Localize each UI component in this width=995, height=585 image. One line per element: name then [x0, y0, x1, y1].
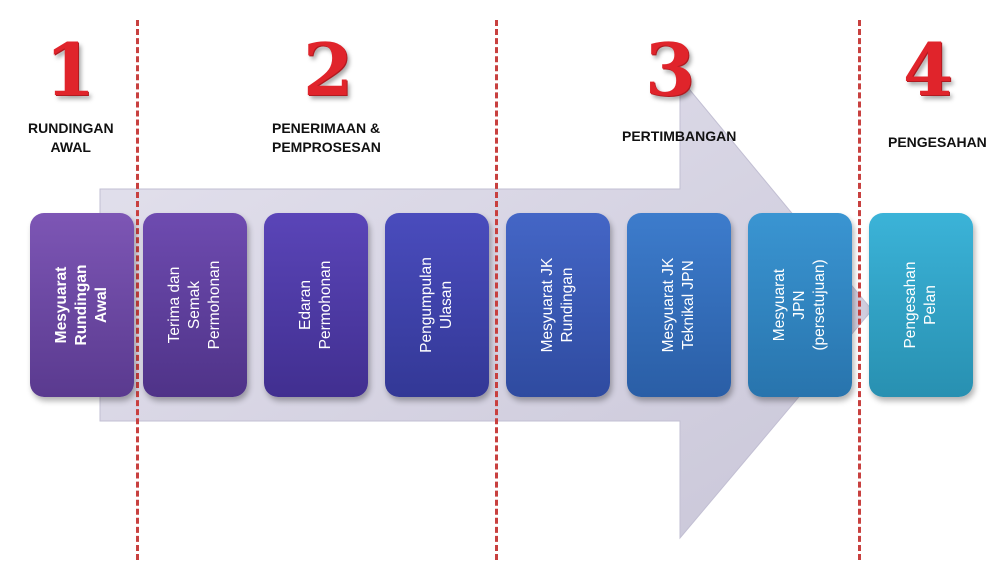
step-label: Terima dan Semak Permohonan: [166, 260, 223, 350]
stage-number-4: 4: [902, 27, 954, 112]
step-box-4: Pengumpulan Ulasan: [385, 213, 489, 397]
divider-2: [495, 20, 498, 560]
stage-number-3: 3: [644, 27, 696, 112]
step-box-7: Mesyuarat JPN (persetujuan): [748, 213, 852, 397]
stage-title-1: RUNDINGAN AWAL: [28, 120, 114, 155]
stage-title-2: PENERIMAAN & PEMPROSESAN: [272, 120, 381, 155]
step-label: Mesyuarat JK Teknikal JPN: [660, 257, 697, 353]
step-box-8: Pengesahan Pelan: [869, 213, 973, 397]
stage-title-3: PERTIMBANGAN: [622, 128, 737, 144]
divider-1: [136, 20, 139, 560]
step-box-3: Edaran Permohonan: [264, 213, 368, 397]
step-box-5: Mesyuarat JK Rundingan: [506, 213, 610, 397]
step-label: Mesyuarat JK Rundingan: [539, 257, 576, 353]
stage-title-4: PENGESAHAN: [888, 134, 987, 150]
stage-number-1: 1: [44, 27, 96, 112]
step-label: Mesyuarat JPN (persetujuan): [771, 259, 828, 351]
step-label: Edaran Permohonan: [297, 260, 334, 350]
step-label: Mesyuarat Rundingan Awal: [53, 264, 110, 346]
step-box-2: Terima dan Semak Permohonan: [143, 213, 247, 397]
step-box-6: Mesyuarat JK Teknikal JPN: [627, 213, 731, 397]
step-label: Pengesahan Pelan: [902, 261, 939, 349]
stage-number-2: 2: [302, 27, 354, 112]
divider-3: [858, 20, 861, 560]
step-label: Pengumpulan Ulasan: [418, 257, 455, 353]
step-box-1: Mesyuarat Rundingan Awal: [30, 213, 134, 397]
